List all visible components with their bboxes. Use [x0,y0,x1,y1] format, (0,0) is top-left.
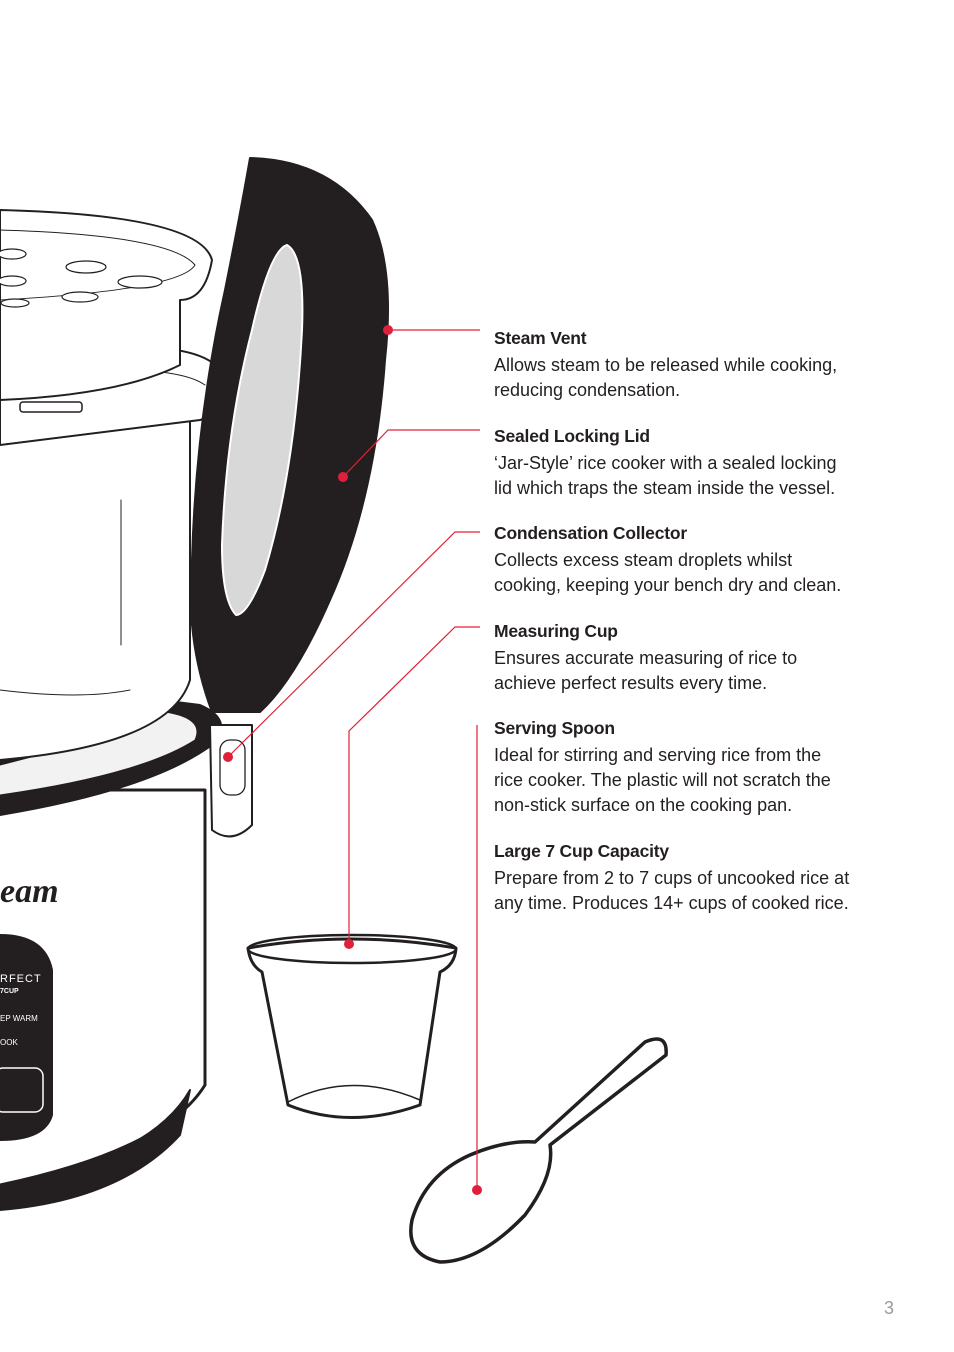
steamer-basket [0,209,213,401]
feature-title: Sealed Locking Lid [494,426,650,446]
inner-pot [0,419,191,761]
callout-line-measuring-cup [348,626,480,943]
condensation-collector [209,724,253,838]
callout-dot-condensation [223,752,233,762]
feature-serving-spoon: Serving Spoon Ideal for stirring and ser… [494,717,904,818]
callout-dot-sealed-lid [338,472,348,482]
measuring-cup-drawing [246,933,458,1119]
callout-line-condensation [229,531,480,756]
lid-inner-panel [221,244,304,616]
keep-warm-indicator: EP WARM [0,1014,38,1023]
steam-holes [0,248,163,308]
cook-switch [0,1067,44,1113]
serving-spoon-drawing [409,1037,668,1264]
feature-description: Collects excess steam droplets whilst co… [494,550,842,595]
callout-dots [223,325,482,1195]
feature-title: Steam Vent [494,328,587,348]
feature-title: Condensation Collector [494,523,687,543]
model-capacity: 7CUP [0,988,19,995]
feature-description: ‘Jar-Style’ rice cooker with a sealed lo… [494,453,837,498]
feature-large-capacity: Large 7 Cup Capacity Prepare from 2 to 7… [494,840,904,916]
brand-logo: eam [0,873,59,910]
callout-dot-steam-vent [383,325,393,335]
page-number: 3 [884,1298,895,1318]
callout-line-sealed-lid [342,429,480,478]
feature-title: Large 7 Cup Capacity [494,841,669,861]
callout-lines [229,329,480,1190]
feature-steam-vent: Steam Vent Allows steam to be released w… [494,327,904,403]
feature-description: Ideal for stirring and serving rice from… [494,745,831,815]
feature-description: Ensures accurate measuring of rice to ac… [494,648,798,693]
feature-title: Serving Spoon [494,718,615,738]
feature-sealed-locking-lid: Sealed Locking Lid ‘Jar-Style’ rice cook… [494,425,904,501]
callout-dot-measuring-cup [344,939,354,949]
feature-description: Allows steam to be released while cookin… [494,355,838,400]
feature-description: Prepare from 2 to 7 cups of uncooked ric… [494,868,850,913]
feature-title: Measuring Cup [494,621,618,641]
feature-condensation-collector: Condensation Collector Collects excess s… [494,522,904,598]
callout-dot-serving-spoon [472,1185,482,1195]
model-label: RFECT [0,973,42,985]
feature-measuring-cup: Measuring Cup Ensures accurate measuring… [494,620,904,696]
cooker-base [0,1089,191,1211]
cook-indicator: OOK [0,1038,18,1047]
